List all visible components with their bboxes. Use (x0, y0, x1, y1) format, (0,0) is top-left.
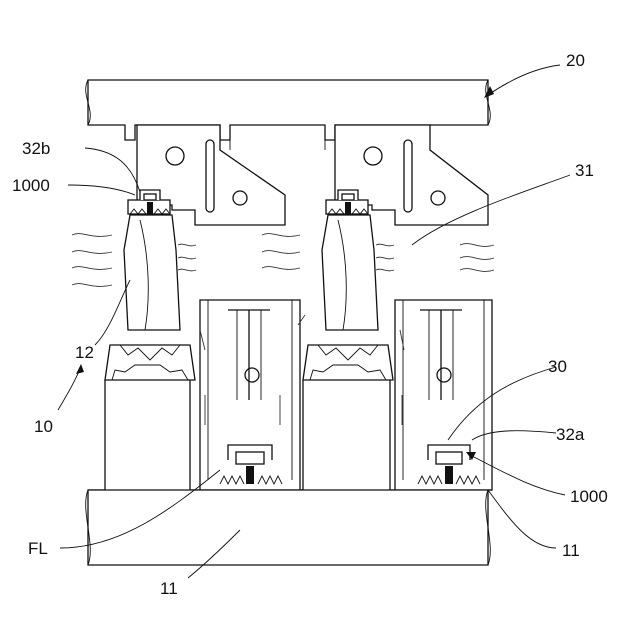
label-32b: 32b (22, 139, 50, 158)
label-11-bottom: 11 (160, 579, 178, 598)
label-FL: FL (28, 539, 48, 558)
label-31: 31 (575, 161, 594, 180)
label-11-right: 11 (562, 541, 580, 560)
lower-casing (86, 490, 492, 565)
label-1000-top: 1000 (12, 176, 50, 195)
label-1000-bottom: 1000 (570, 487, 608, 506)
label-10: 10 (34, 417, 53, 436)
label-12: 12 (75, 343, 94, 362)
label-30: 30 (548, 357, 567, 376)
blade-right (303, 215, 393, 380)
label-32a: 32a (556, 425, 585, 444)
label-20: 20 (566, 51, 585, 70)
blade-left (105, 215, 195, 380)
